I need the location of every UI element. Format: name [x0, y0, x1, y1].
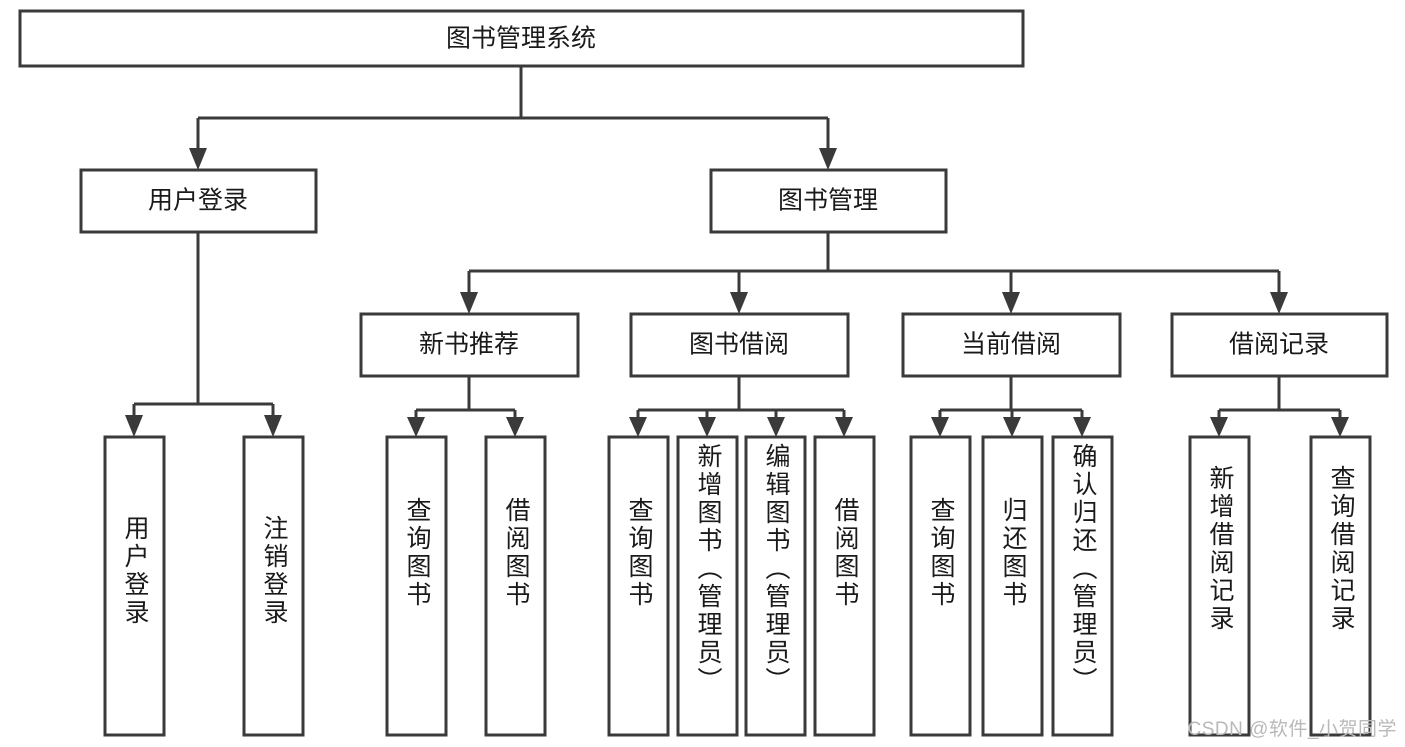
connector-group-newbook-leaves [407, 376, 524, 437]
node-new-book-recommend-label: 新书推荐 [419, 331, 519, 359]
connector-group-current-leaves [931, 376, 1091, 437]
arrow-newbook-to-leaf2-icon [506, 417, 524, 437]
leaf-box-borrow-book[interactable] [813, 435, 876, 737]
arrow-books-to-borrow-icon [730, 292, 748, 314]
leaf-box-confirm-return-admin[interactable] [1051, 435, 1114, 737]
arrow-books-to-current-icon [1002, 292, 1020, 314]
leaf-box-borrow-book-newbook[interactable] [484, 435, 547, 737]
arrow-current-to-leaf1-icon [931, 417, 949, 437]
leaf-box-add-book-admin[interactable] [676, 435, 739, 737]
node-book-borrow-label: 图书借阅 [689, 331, 789, 359]
arrow-login-to-leaf1-icon [125, 415, 143, 437]
arrow-books-to-newbook-icon [460, 292, 478, 314]
arrow-borrow-to-leaf4-icon [835, 417, 853, 437]
node-borrow-record[interactable]: 借阅记录 [1170, 312, 1389, 378]
connector-group-books [460, 232, 1288, 314]
leaf-box-logout[interactable] [242, 435, 305, 737]
arrow-borrow-to-leaf3-icon [767, 417, 785, 437]
node-book-management-label: 图书管理 [778, 187, 878, 215]
arrow-root-to-books-icon [819, 148, 837, 170]
node-book-management[interactable]: 图书管理 [709, 168, 948, 234]
node-new-book-recommend[interactable]: 新书推荐 [359, 312, 580, 378]
connector-group-root [189, 66, 837, 170]
node-root-box[interactable] [18, 9, 1025, 68]
arrow-login-to-leaf2-icon [264, 415, 282, 437]
arrow-record-to-leaf1-icon [1210, 417, 1228, 437]
arrow-borrow-to-leaf1-icon [629, 417, 647, 437]
leaf-box-query-book-borrow[interactable] [607, 435, 670, 737]
node-current-borrow-box[interactable] [901, 312, 1122, 378]
leaf-box-query-book-newbook[interactable] [385, 435, 448, 737]
leaf-box-return-book[interactable] [981, 435, 1044, 737]
node-user-login-box[interactable] [79, 168, 318, 234]
arrow-current-to-leaf3-icon [1073, 417, 1091, 437]
node-current-borrow-label: 当前借阅 [961, 331, 1061, 359]
connector-group-record-leaves [1210, 376, 1349, 437]
csdn-watermark: CSDN @软件_小贺同学 [1187, 719, 1397, 740]
arrow-root-to-login-icon [189, 148, 207, 170]
node-borrow-record-label: 借阅记录 [1229, 331, 1329, 359]
node-book-borrow-box[interactable] [629, 312, 850, 378]
node-book-borrow[interactable]: 图书借阅 [629, 312, 850, 378]
leaf-box-query-book-current[interactable] [909, 435, 972, 737]
arrow-record-to-leaf2-icon [1331, 417, 1349, 437]
arrow-newbook-to-leaf1-icon [407, 417, 425, 437]
node-root[interactable]: 图书管理系统 [18, 9, 1025, 68]
leaf-box-query-borrow-record[interactable] [1309, 435, 1372, 737]
arrow-books-to-record-icon [1270, 292, 1288, 314]
leaf-box-edit-book-admin[interactable] [744, 435, 807, 737]
node-user-login-label: 用户登录 [148, 187, 248, 215]
node-borrow-record-box[interactable] [1170, 312, 1389, 378]
node-user-login[interactable]: 用户登录 [79, 168, 318, 234]
connector-group-login-leaves [125, 232, 282, 437]
leaf-box-user-login[interactable] [103, 435, 166, 737]
arrow-borrow-to-leaf2-icon [698, 417, 716, 437]
node-current-borrow[interactable]: 当前借阅 [901, 312, 1122, 378]
arrow-current-to-leaf2-icon [1003, 417, 1021, 437]
node-root-label: 图书管理系统 [446, 25, 596, 53]
node-book-management-box[interactable] [709, 168, 948, 234]
connector-group-borrow-leaves [629, 376, 853, 437]
node-new-book-recommend-box[interactable] [359, 312, 580, 378]
leaf-box-add-borrow-record[interactable] [1188, 435, 1251, 737]
